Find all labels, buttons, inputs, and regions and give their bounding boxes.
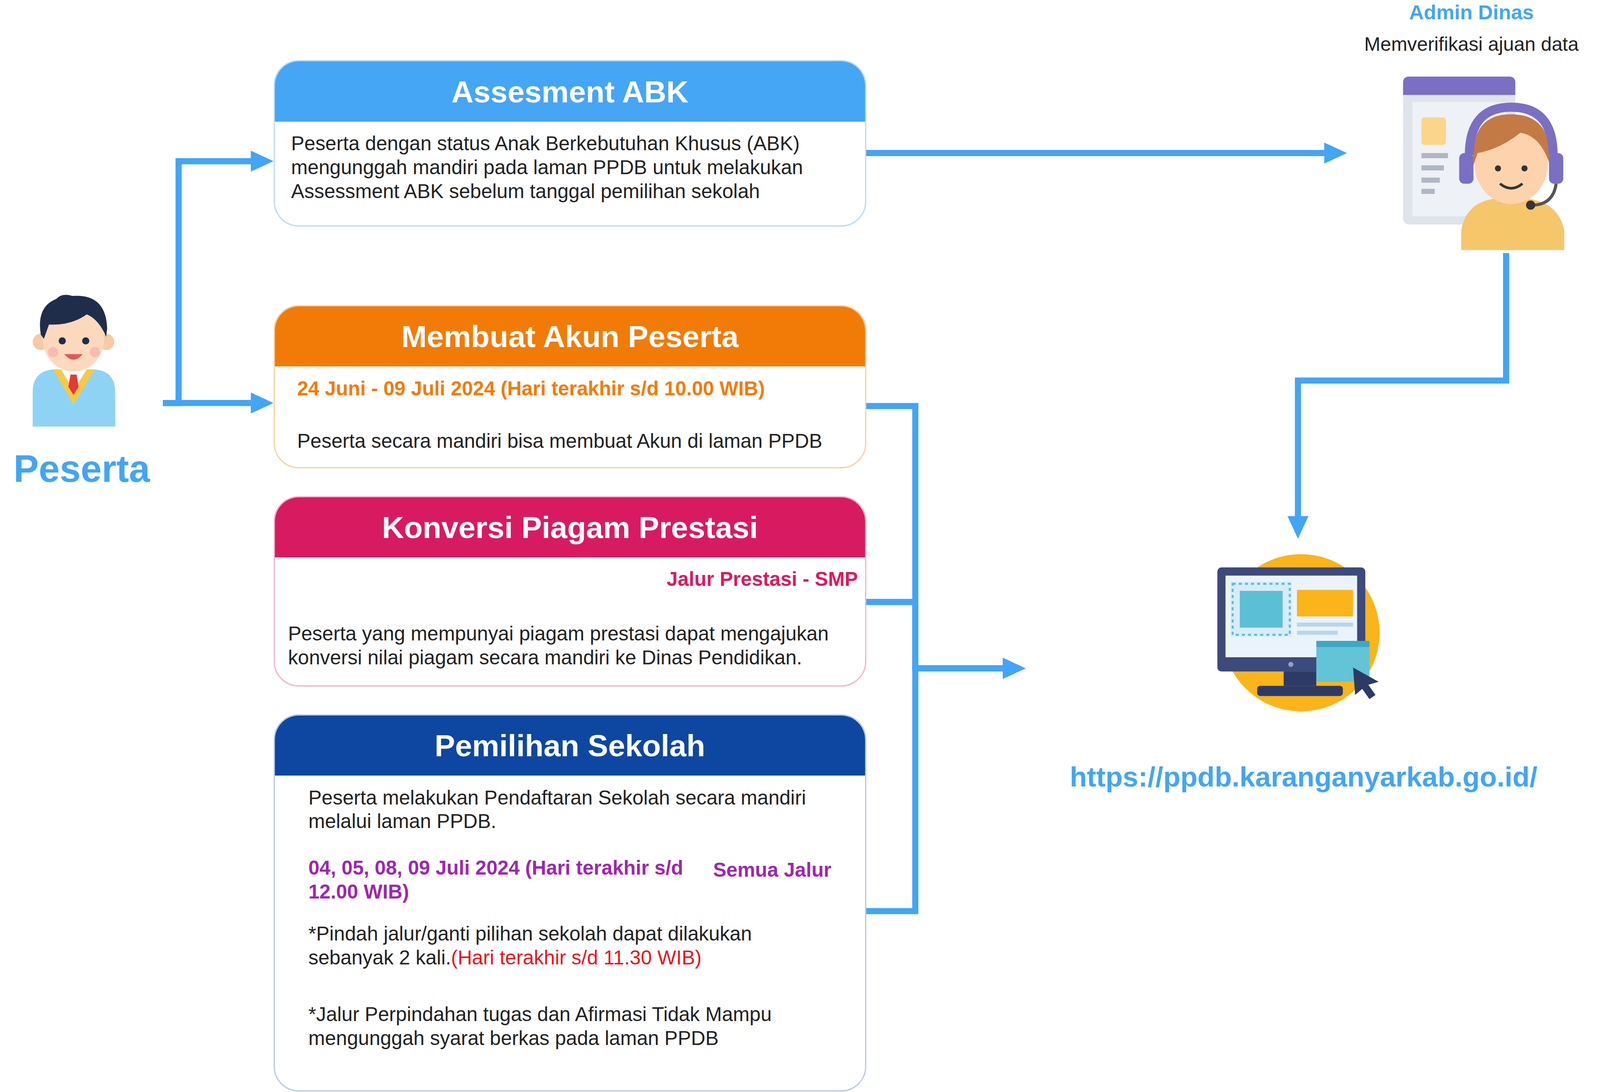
arrow-head [250, 392, 274, 414]
arrow-head [250, 150, 274, 172]
card-body: Peserta melakukan Pendaftaran Sekolah se… [274, 775, 866, 1067]
website-figure: https://ppdb.karanganyarkab.go.id/ [1025, 538, 1582, 795]
card-text: Peserta secara mandiri bisa membuat Akun… [297, 429, 853, 454]
card-text: Jalur Prestasi - SMP [287, 567, 858, 592]
card-title: Konversi Piagam Prestasi [274, 497, 866, 558]
route-tag: Semua Jalur [713, 858, 832, 883]
card-text: 24 Juni - 09 Juli 2024 (Hari terakhir s/… [297, 376, 853, 401]
card-text: Peserta melakukan Pendaftaran Sekolah se… [308, 786, 832, 834]
connector-line [1297, 253, 1506, 519]
node-label: Admin Dinas [1409, 0, 1534, 25]
card-body: 24 Juni - 09 Juli 2024 (Hari terakhir s/… [274, 366, 866, 468]
computer-icon [1217, 554, 1380, 712]
card-title: Assesment ABK [274, 61, 866, 122]
date-text: 04, 05, 08, 09 Juli 2024 (Hari terakhir … [308, 856, 697, 905]
admin-icon [1403, 76, 1565, 250]
arrow-head [1324, 142, 1347, 164]
connector-arrow [162, 150, 274, 403]
connector-line [162, 400, 254, 407]
card-title: Pemilihan Sekolah [274, 715, 866, 776]
node-caption: Memverifikasi ajuan data [1364, 32, 1579, 56]
arrow-head [1002, 657, 1026, 679]
connector-arrow [1287, 253, 1506, 539]
text-row: *Pindah jalur/ganti pilihan sekolah dapa… [308, 922, 832, 970]
card-title: Membuat Akun Peserta [274, 306, 866, 367]
arrow-head [1002, 657, 1026, 679]
card-text: Peserta dengan status Anak Berkebutuhan … [290, 131, 853, 204]
arrow-head [1002, 657, 1026, 679]
connector-line [866, 601, 1006, 669]
card-body: Jalur Prestasi - SMP Peserta yang mempuny… [274, 557, 866, 685]
step-card: Assesment ABK Peserta dengan status Anak … [273, 60, 867, 227]
card-text: (Hari terakhir s/d 11.30 WIB) [451, 946, 702, 969]
connector-arrow [866, 657, 1026, 912]
participant-icon [32, 294, 116, 427]
connector-line [866, 149, 1327, 157]
card-body: Peserta dengan status Anak Berkebutuhan … [274, 121, 866, 218]
connector-arrow [162, 392, 274, 414]
connector-line [866, 406, 1006, 669]
text-row: 04, 05, 08, 09 Juli 2024 (Hari terakhir … [308, 856, 832, 905]
node-label: Peserta [13, 446, 150, 492]
connector-line [162, 161, 254, 403]
card-text: *Jalur Perpindahan tugas dan Afirmasi Ti… [308, 1002, 832, 1051]
connector-line [866, 668, 1006, 912]
node-label: https://ppdb.karanganyarkab.go.id/ [1069, 760, 1538, 794]
connector-arrow [866, 406, 1026, 680]
step-card: Pemilihan SekolahPeserta melakukan Penda… [273, 714, 867, 1092]
step-card: Konversi Piagam PrestasiJalur Prestasi -… [273, 496, 867, 688]
admin-figure: Admin DinasMemverifikasi ajuan data [1346, 0, 1596, 254]
connector-arrow [866, 142, 1347, 164]
arrow-head [1287, 516, 1309, 539]
card-text: Peserta yang mempunyai piagam prestasi d… [287, 622, 858, 670]
participant-figure: Peserta [0, 291, 163, 492]
step-card: Membuat Akun Peserta 24 Juni - 09 Juli 20… [273, 305, 867, 469]
